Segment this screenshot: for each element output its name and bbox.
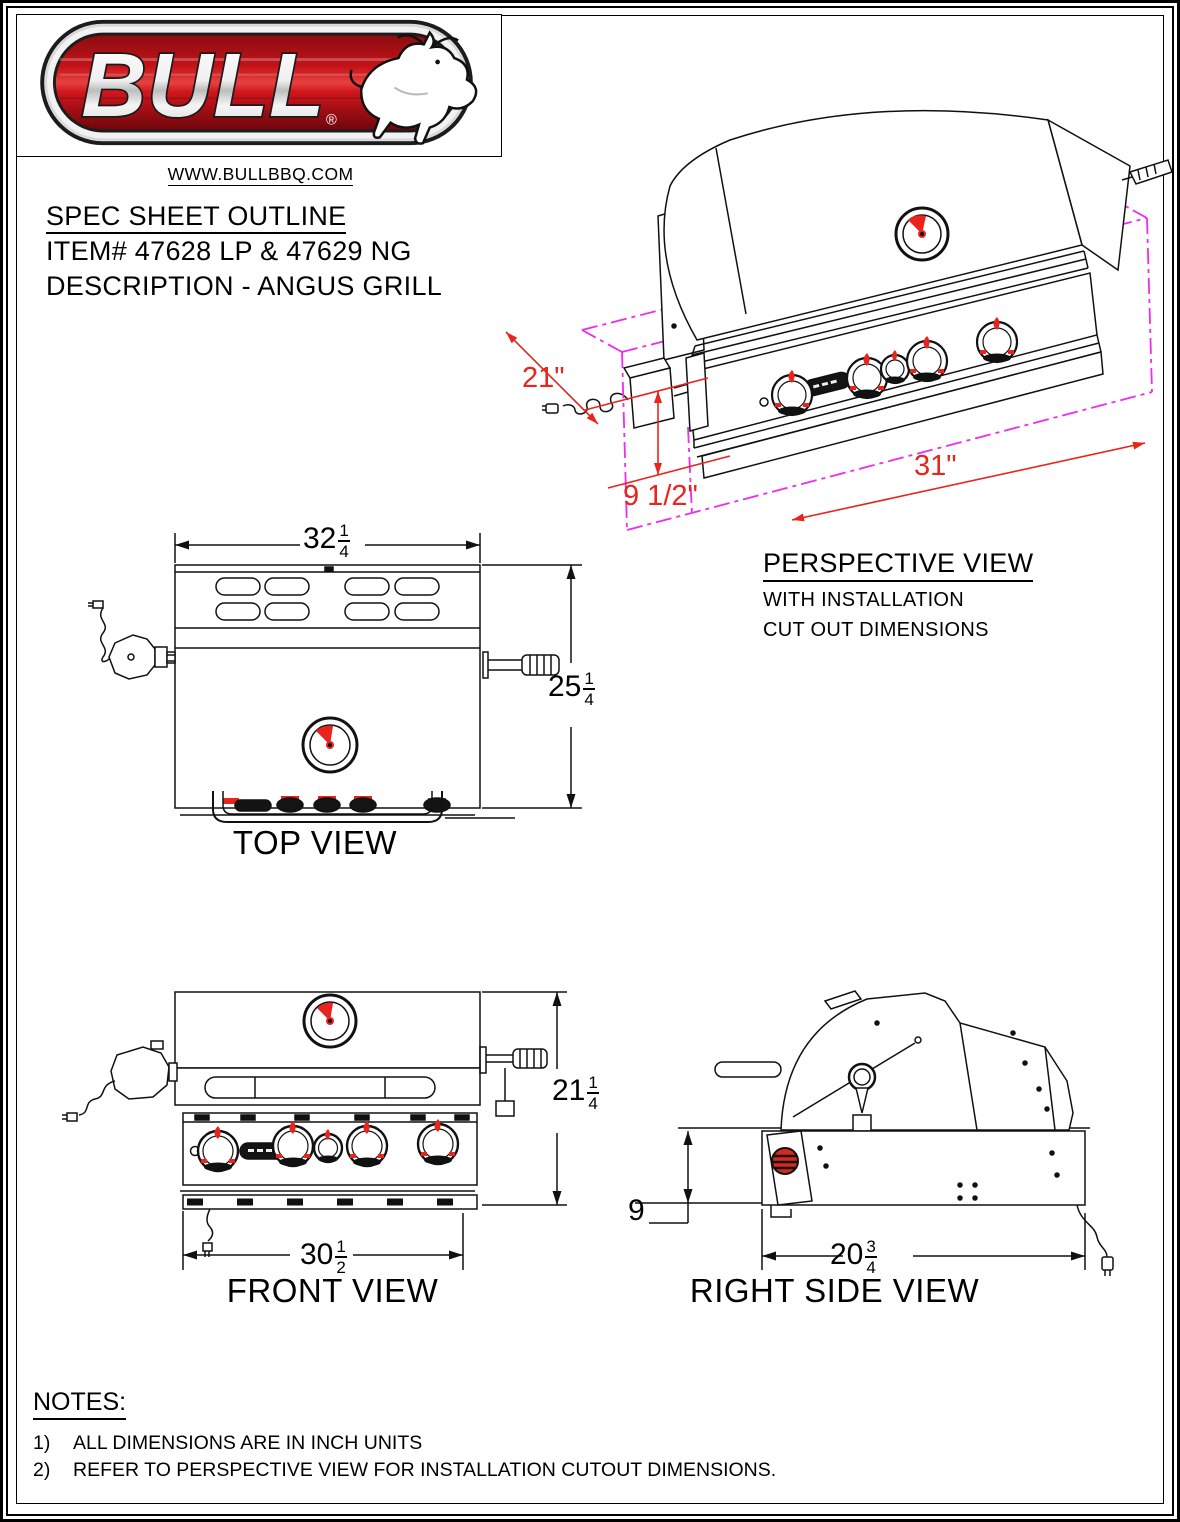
cutout-height-dim: 9 1/2" [623, 480, 698, 512]
perspective-subtitle-2: CUT OUT DIMENSIONS [763, 619, 989, 641]
front-height-dimension [482, 992, 567, 1205]
top-width-dimension [175, 533, 480, 563]
bull-logo-box: BULL ® [16, 14, 502, 157]
power-cord [563, 393, 628, 414]
perspective-view-drawing [490, 88, 1175, 566]
cutout-box-front-edges [622, 218, 1152, 530]
valve-panel [767, 1131, 812, 1217]
rotisserie-handle [483, 652, 559, 678]
perspective-view-title-block: PERSPECTIVE VIEW WITH INSTALLATION CUT O… [763, 548, 1034, 642]
side-view-insert-dim: 9 [628, 1194, 645, 1227]
rotisserie-motor [542, 353, 708, 431]
knob [198, 1126, 238, 1172]
rotisserie-motor [62, 1041, 177, 1121]
top-view-label: TOP VIEW [232, 824, 398, 861]
page-border-middle [6, 6, 1174, 1516]
rotisserie-handle [480, 1047, 547, 1116]
notes-heading: NOTES: [33, 1388, 127, 1420]
notes-section: NOTES: 1)ALL DIMENSIONS ARE IN INCH UNIT… [33, 1388, 776, 1484]
grill-body-side [762, 1131, 1085, 1205]
ignition-wire [207, 1209, 213, 1241]
description-line: DESCRIPTION - ANGUS GRILL [46, 271, 443, 301]
item-number-line: ITEM# 47628 LP & 47629 NG [46, 236, 412, 266]
knob [347, 1121, 387, 1167]
perspective-view-title: PERSPECTIVE VIEW [763, 548, 1034, 582]
bull-silhouette-icon [351, 33, 476, 144]
front-view-drawing [55, 985, 615, 1320]
knob [772, 370, 812, 416]
svg-text:®: ® [326, 113, 337, 129]
top-depth-dimension [482, 565, 582, 808]
website-url: WWW.BULLBBQ.COM [167, 164, 354, 186]
knob [847, 353, 887, 399]
knob-small [881, 350, 909, 384]
power-plug-icon [546, 404, 558, 413]
front-width-dimension [183, 1211, 463, 1270]
rotisserie-handle [1122, 160, 1172, 184]
header-block: SPEC SHEET OUTLINE ITEM# 47628 LP & 4762… [46, 199, 442, 304]
knob [418, 1119, 458, 1165]
note-item: 2)REFER TO PERSPECTIVE VIEW FOR INSTALLA… [33, 1459, 777, 1481]
grill-isometric [542, 111, 1172, 478]
grill-hood-side [781, 991, 1073, 1130]
hood-handle-side [715, 1062, 781, 1077]
rotisserie-motor [88, 601, 175, 679]
note-item: 1)ALL DIMENSIONS ARE IN INCH UNITS [33, 1432, 423, 1454]
perspective-subtitle-1: WITH INSTALLATION [763, 589, 965, 611]
thermometer-icon [896, 208, 948, 260]
power-cord [1077, 1205, 1113, 1276]
control-panel [183, 1113, 477, 1185]
burner-knobs [198, 1119, 458, 1172]
towel-bar [213, 791, 250, 822]
front-view-label: FRONT VIEW [226, 1272, 439, 1309]
power-cord [79, 1081, 115, 1115]
grill-hood [664, 111, 1130, 340]
thermometer-back [849, 1064, 875, 1131]
hood-handle-band [175, 1068, 480, 1105]
svg-text:BULL: BULL [81, 35, 325, 136]
burner-knobs [772, 317, 1017, 416]
bull-wordmark: BULL ® [80, 33, 337, 137]
panel-lip [694, 335, 1103, 478]
page-title: SPEC SHEET OUTLINE [46, 201, 347, 234]
power-cord [101, 608, 115, 662]
knob [907, 336, 947, 382]
right-side-view-label: RIGHT SIDE VIEW [689, 1272, 980, 1309]
cutout-width-dim: 31" [914, 450, 957, 482]
front-panel-edge [180, 791, 515, 822]
side-depth-dimension [762, 1209, 1085, 1270]
hood-ledge [689, 251, 1088, 365]
right-side-view-drawing [615, 985, 1165, 1320]
knob [977, 317, 1017, 363]
thermometer-icon [303, 718, 357, 772]
side-insert-dimension [635, 1131, 762, 1223]
thermometer-icon [304, 995, 356, 1047]
bull-logo-icon: BULL ® [40, 19, 498, 146]
bottom-trim [180, 1191, 477, 1257]
cutout-dimension-lines [506, 332, 1145, 522]
top-view-drawing [85, 505, 630, 873]
cutout-depth-dim: 21" [522, 362, 565, 394]
knob-small [314, 1129, 342, 1163]
page-border-inner [16, 15, 1164, 1504]
